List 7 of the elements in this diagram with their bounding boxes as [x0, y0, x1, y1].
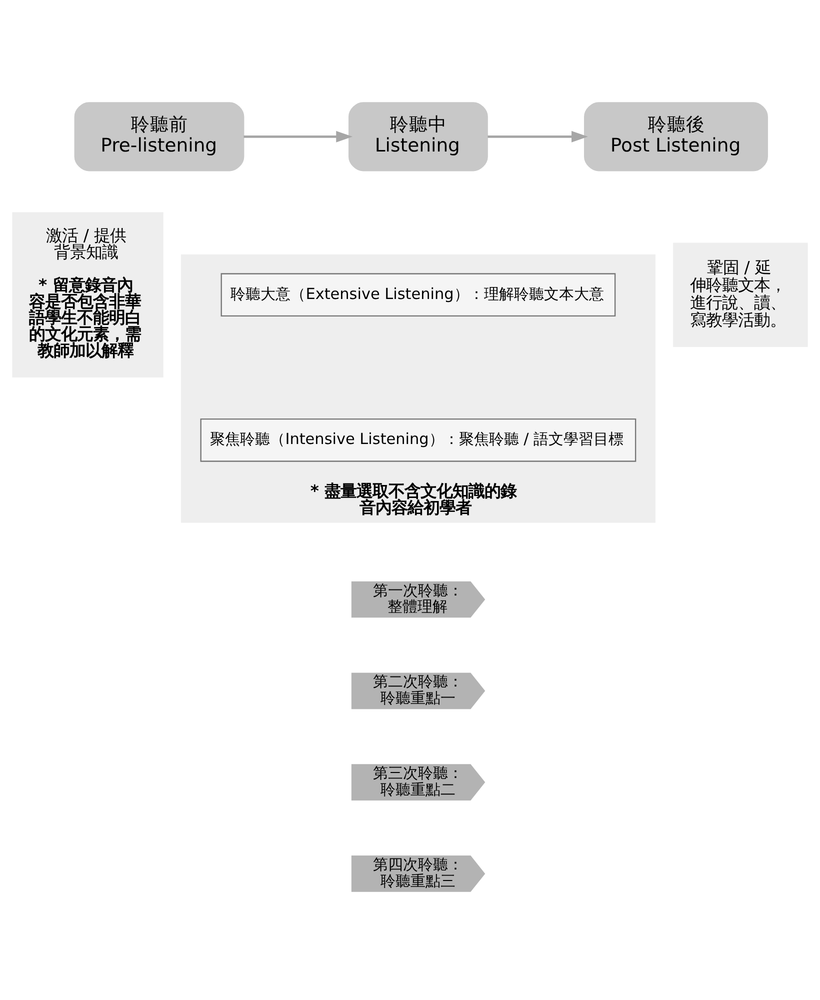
node-box: 聆聽中 Listening	[348, 102, 488, 171]
node-box: 聚焦聆聽（Intensive Listening）：聚焦聆聽 / 語文學習目標	[200, 418, 636, 462]
arrow	[244, 130, 353, 142]
node-box: 聆聽前 Pre-listening	[74, 102, 244, 171]
arrow	[488, 130, 588, 142]
node-box: 聆聽後 Post Listening	[584, 102, 768, 171]
node-box: 聆聽大意（Extensive Listening）：理解聆聽文本大意	[220, 272, 616, 316]
